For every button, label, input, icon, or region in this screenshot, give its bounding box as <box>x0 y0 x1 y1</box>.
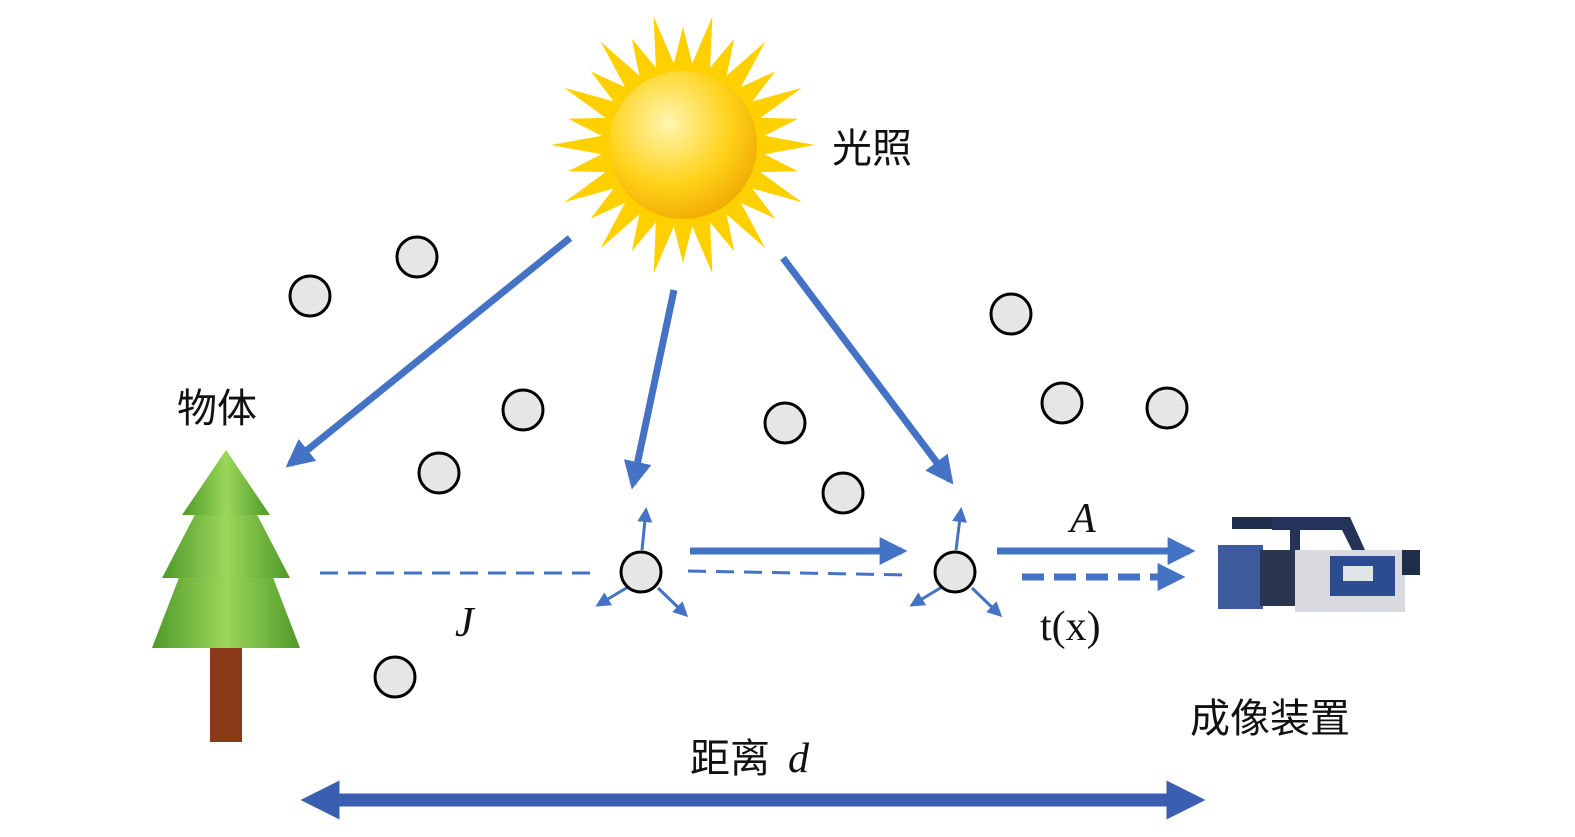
distance-variable: d <box>788 736 810 782</box>
particle <box>1040 381 1084 425</box>
light-label: 光照 <box>832 126 912 172</box>
J-label: J <box>455 600 476 646</box>
particle <box>989 292 1033 336</box>
particle <box>417 451 461 495</box>
camera-label: 成像装置 <box>1190 696 1350 742</box>
direct-transmission-line <box>320 569 911 577</box>
particles <box>288 235 1189 699</box>
light-arrows <box>285 235 1196 591</box>
particle <box>373 655 417 699</box>
particle <box>619 550 663 594</box>
object-label: 物体 <box>177 386 257 432</box>
A-label: A <box>1067 496 1096 542</box>
particle <box>821 471 865 515</box>
tree-icon <box>152 450 300 742</box>
particle <box>1145 386 1189 430</box>
sun-core <box>609 71 757 219</box>
scatter-arrows <box>595 507 1003 618</box>
particle <box>933 550 977 594</box>
particle <box>288 274 332 318</box>
particle <box>763 401 807 445</box>
particle <box>501 388 545 432</box>
distance-label: 距离 <box>690 736 770 782</box>
sun-icon <box>551 16 815 274</box>
particle <box>395 235 439 279</box>
camera-icon <box>1218 517 1420 612</box>
tx-label: t(x) <box>1040 604 1101 650</box>
